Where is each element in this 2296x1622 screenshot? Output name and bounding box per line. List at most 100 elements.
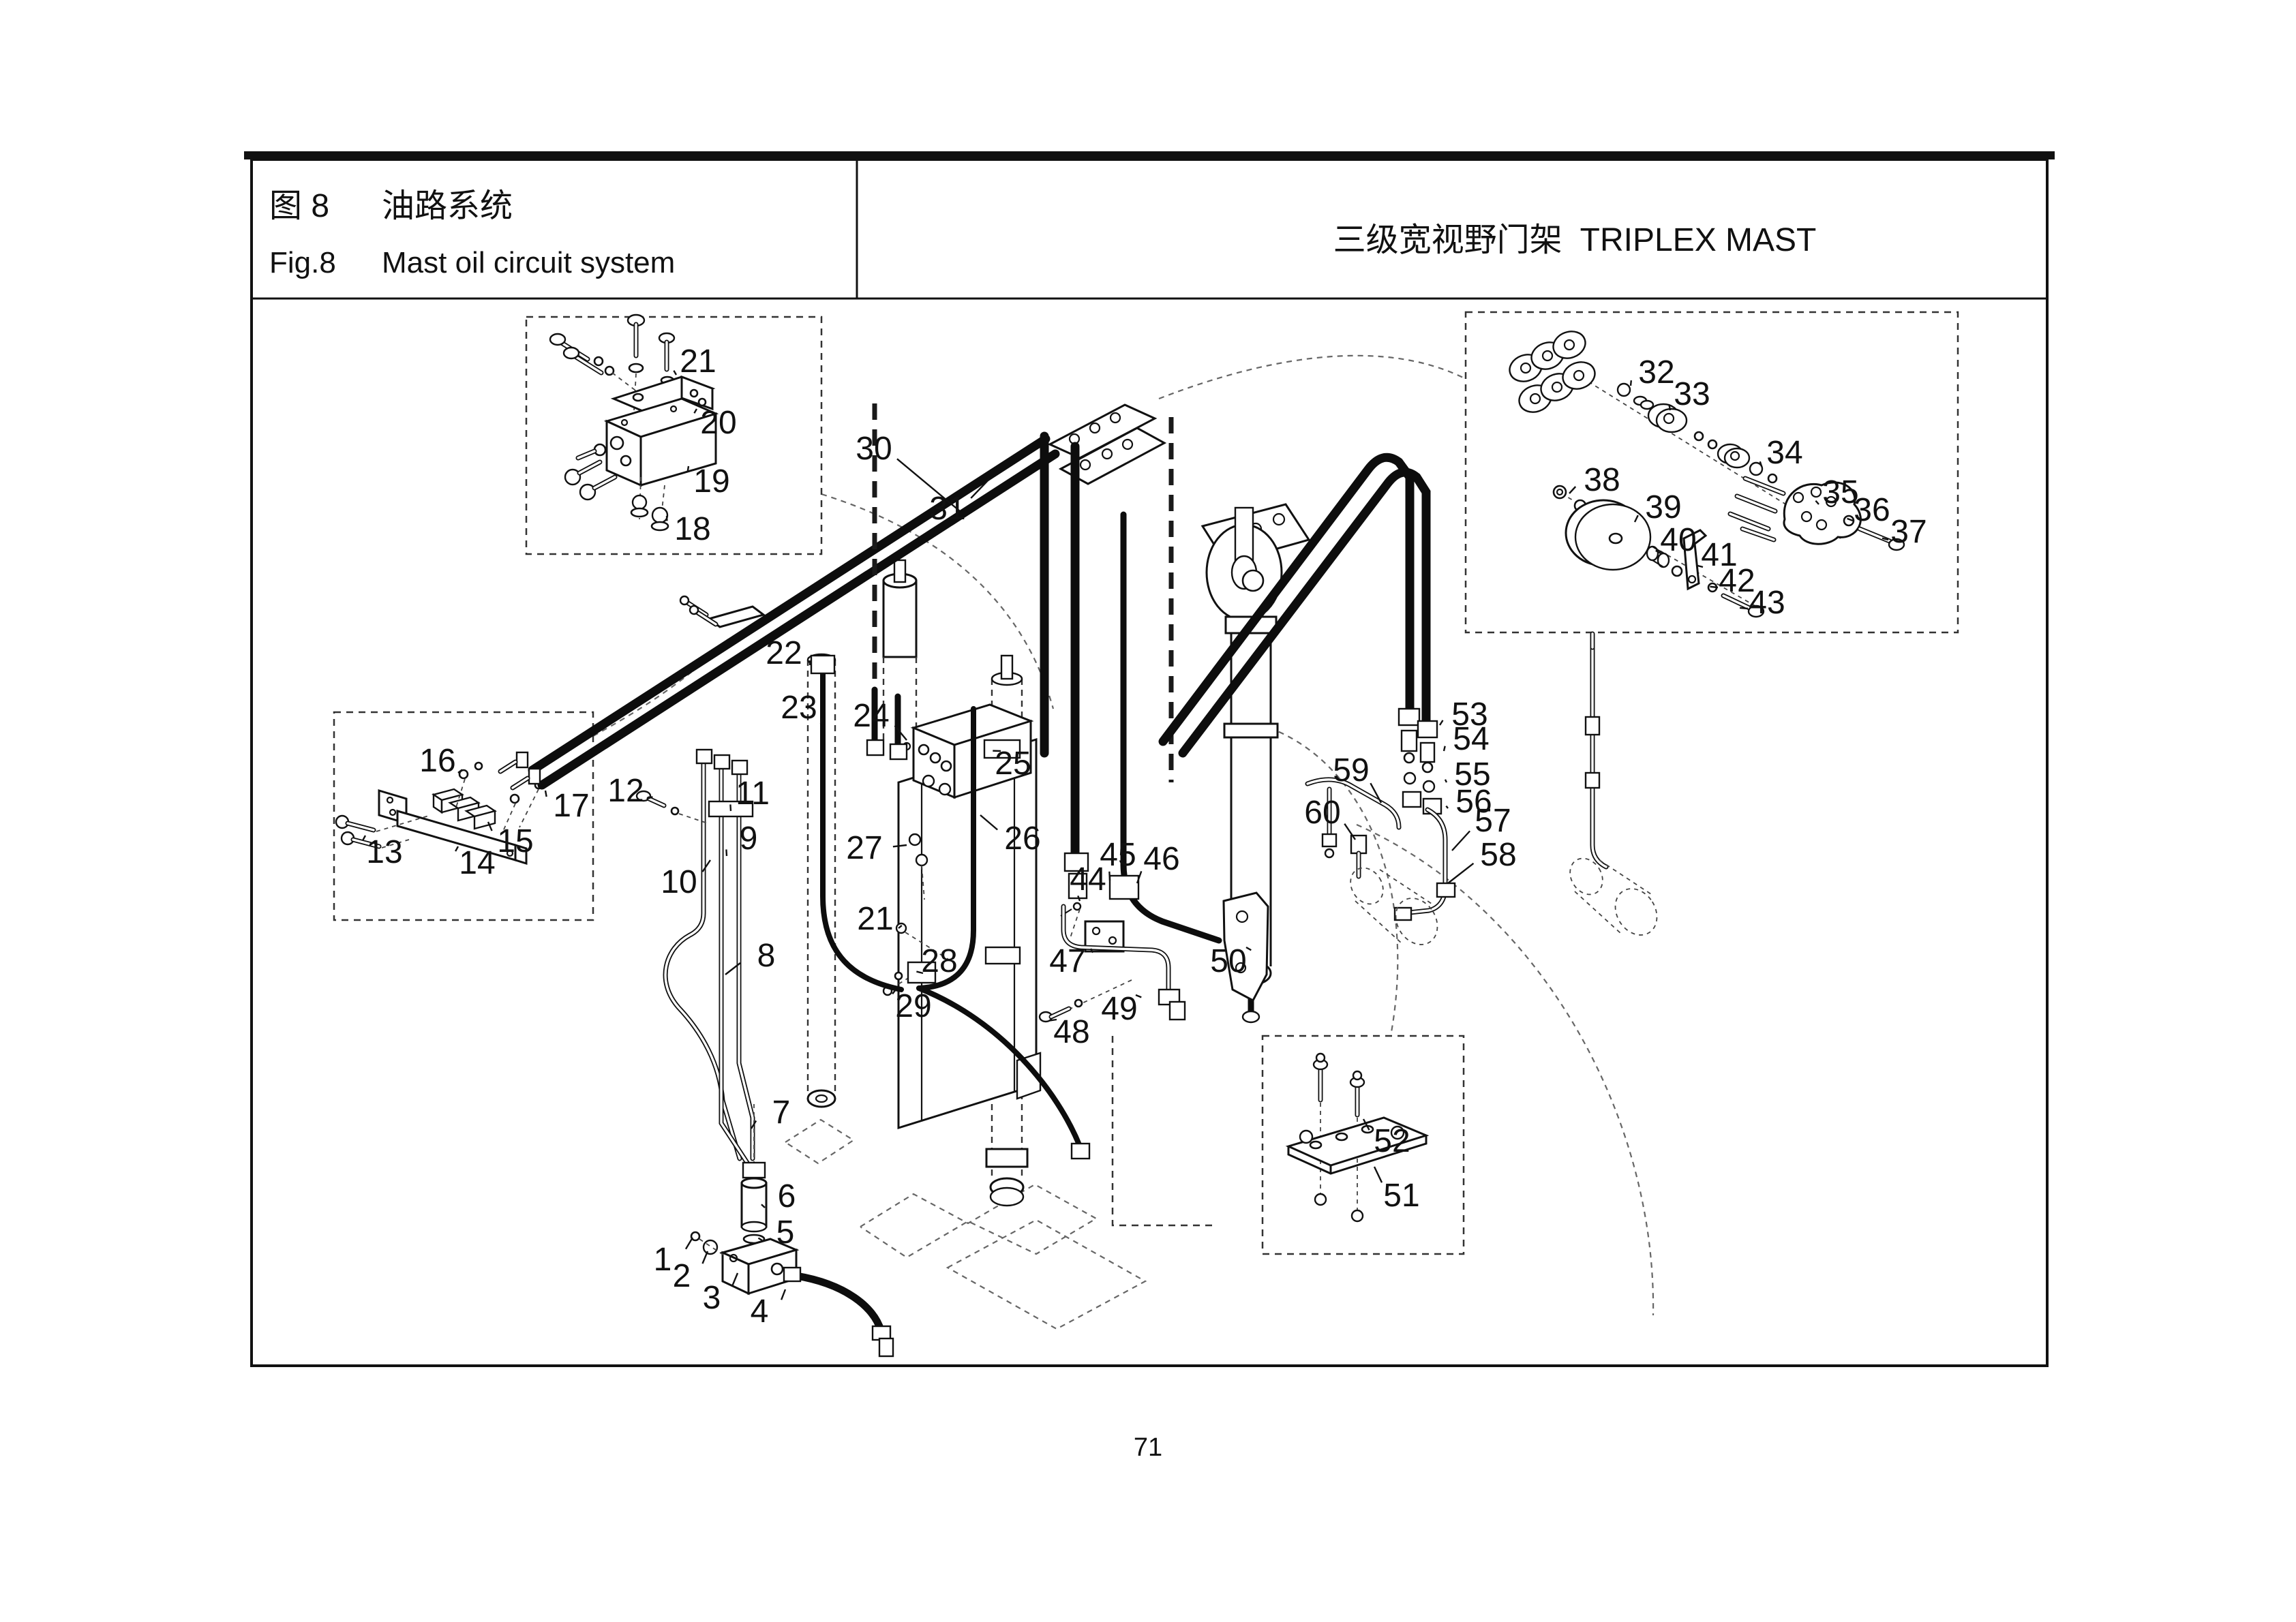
- leader-line: [1882, 537, 1889, 541]
- part-callout: 39: [1645, 489, 1681, 525]
- tube-clamp-25a: [983, 739, 1021, 759]
- figure-title-en: Mast oil circuit system: [382, 246, 675, 279]
- part-callout: 1: [654, 1242, 672, 1278]
- part-callout: 49: [1101, 991, 1137, 1027]
- inset-box-clamp-bracket: [333, 711, 594, 921]
- part-callout: 51: [1383, 1178, 1419, 1214]
- part-callout: 58: [1480, 837, 1516, 873]
- leader-line: [1739, 607, 1749, 610]
- leader-line: [455, 846, 459, 852]
- leader-line: [892, 844, 907, 848]
- part-callout: 40: [1660, 522, 1696, 558]
- tilt-cylinder-phantom-left: [1350, 867, 1438, 945]
- crossbeam-and-chains: [872, 403, 1174, 858]
- part-callout: 21: [857, 901, 893, 937]
- part-callout: 30: [856, 431, 892, 467]
- leader-line: [1089, 948, 1094, 953]
- part-callout: 59: [1333, 752, 1369, 789]
- leader-line: [1077, 895, 1081, 902]
- hose-bracket-50: [1222, 891, 1269, 1003]
- figure-number-cn: 图 8: [269, 188, 329, 224]
- leader-line: [896, 458, 961, 512]
- part-callout: 46: [1143, 841, 1179, 877]
- figure-number-en: Fig.8: [269, 246, 336, 279]
- hose-clamp-46: [1108, 874, 1140, 900]
- center-hoses: [810, 654, 1091, 1160]
- construction-lines: [592, 354, 1655, 1330]
- part-callout: 10: [661, 864, 697, 900]
- main-hose-pair: [498, 434, 1060, 791]
- leader-line: [1655, 549, 1661, 555]
- leader-line: [1373, 1166, 1383, 1183]
- part-callout: 16: [419, 743, 455, 779]
- lower-hose-network: [1038, 511, 1658, 1023]
- part-callout: 26: [1004, 821, 1040, 857]
- leader-line: [693, 408, 698, 414]
- part-callout: 32: [1638, 354, 1674, 391]
- part-callout: 11: [736, 776, 770, 812]
- leader-line: [362, 835, 367, 841]
- part-callout: 2: [673, 1258, 691, 1294]
- leader-line: [729, 804, 732, 812]
- part-callout: 43: [1749, 585, 1785, 621]
- oil-pipes-and-filter: [635, 748, 894, 1358]
- part-callout: 29: [895, 988, 931, 1024]
- leader-line: [1108, 871, 1111, 881]
- part-callout: 31: [929, 491, 965, 527]
- part-callout: 38: [1584, 462, 1620, 498]
- leader-line: [1370, 782, 1383, 804]
- part-callout: 5: [776, 1214, 795, 1251]
- part-callout: 15: [497, 823, 533, 859]
- leader-line: [781, 1289, 787, 1300]
- right-cylinder-assembly: [1200, 503, 1311, 1024]
- part-callout: 27: [846, 830, 882, 866]
- part-callout: 34: [1766, 435, 1802, 471]
- leader-line: [1136, 870, 1143, 884]
- leader-line: [1569, 486, 1577, 494]
- part-callout: 25: [995, 746, 1031, 782]
- leader-line: [1245, 946, 1252, 951]
- part-callout: 41: [1701, 537, 1737, 573]
- part-callout: 55: [1454, 756, 1490, 793]
- part-callout: 35: [1822, 474, 1858, 510]
- leader-line: [1445, 805, 1449, 809]
- leader-line: [1438, 720, 1444, 726]
- valve-block-parts: [549, 313, 719, 532]
- leader-line: [761, 1204, 766, 1208]
- part-callout: 13: [366, 834, 402, 870]
- part-callout: 42: [1719, 563, 1755, 599]
- part-callout: 6: [778, 1178, 796, 1214]
- leader-line: [892, 989, 896, 995]
- figure-title-cn: 油路系统: [382, 188, 513, 224]
- tube-clamp-25b: [984, 946, 1021, 965]
- leader-line: [701, 1251, 709, 1264]
- hose-fitting-22: [810, 654, 836, 675]
- roller-cluster: [1509, 331, 1596, 413]
- part-callout: 60: [1304, 795, 1340, 831]
- part-callout: 21: [680, 343, 716, 380]
- part-callout: 23: [781, 690, 817, 726]
- leader-line: [1696, 564, 1704, 568]
- part-callout: 8: [757, 938, 776, 974]
- part-callout: 56: [1455, 784, 1492, 820]
- leader-line: [750, 1120, 757, 1129]
- chain-anchor-parts: [1509, 331, 1905, 618]
- part-callout: 33: [1674, 376, 1710, 412]
- part-callout: 36: [1854, 492, 1890, 528]
- part-callout: 53: [1451, 697, 1487, 733]
- leader-line: [894, 725, 907, 741]
- part-callout: 45: [1100, 837, 1136, 873]
- header: 图 8 油路系统 Fig.8 Mast oil circuit system 三…: [269, 188, 1816, 279]
- part-callout: 48: [1053, 1014, 1089, 1050]
- leader-line: [701, 859, 711, 872]
- part-callout: 52: [1374, 1123, 1410, 1159]
- valve-panel: [882, 703, 1042, 1130]
- leader-line: [898, 924, 903, 929]
- leader-line: [819, 718, 823, 724]
- leader-line: [980, 814, 998, 831]
- part-callout: 24: [853, 698, 889, 734]
